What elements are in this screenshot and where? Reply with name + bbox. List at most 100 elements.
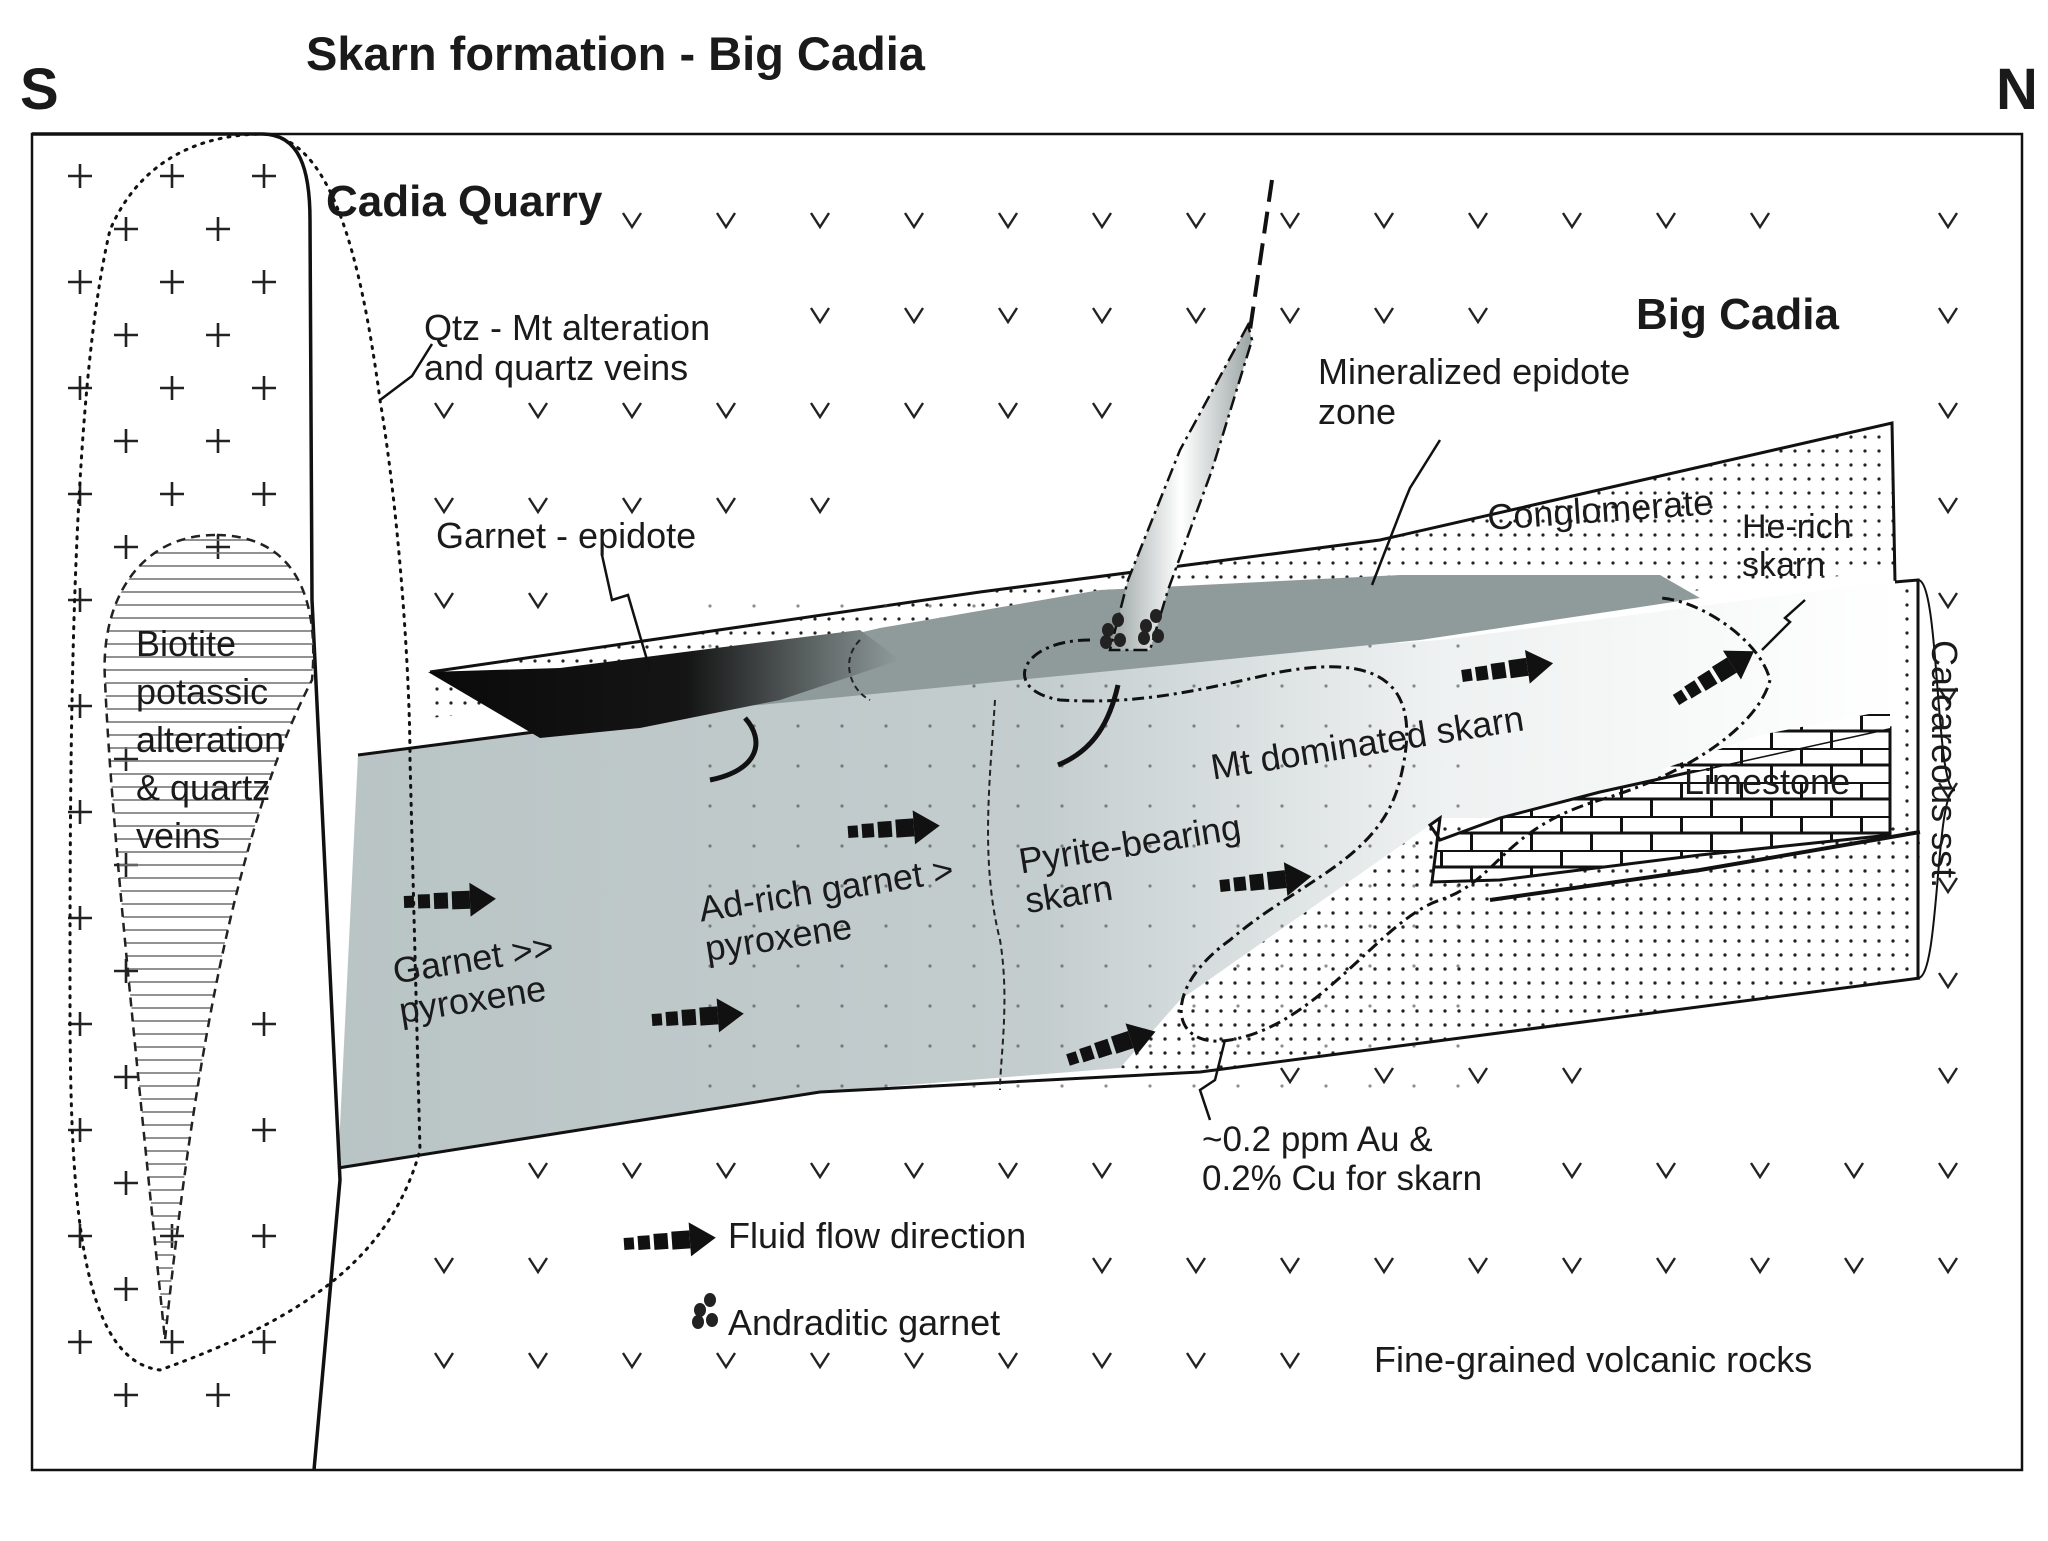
volcanic-v-mark bbox=[1467, 307, 1489, 325]
volcanic-v-mark bbox=[809, 307, 831, 325]
volcanic-v-mark bbox=[1373, 212, 1395, 230]
volcanic-v-mark bbox=[433, 402, 455, 420]
intrusion-plus-mark bbox=[114, 535, 138, 559]
volcanic-v-mark bbox=[1185, 307, 1207, 325]
intrusion-plus-mark bbox=[68, 1224, 92, 1248]
volcanic-v-mark bbox=[715, 402, 737, 420]
intrusion-plus-mark bbox=[160, 1330, 184, 1354]
fluid-flow-arrow bbox=[1672, 650, 1755, 706]
intrusion-plus-mark bbox=[252, 1118, 276, 1142]
volcanic-v-mark bbox=[1091, 1257, 1113, 1275]
mineralized-epidote-label: Mineralized epidote zone bbox=[1318, 351, 1631, 433]
volcanic-v-mark bbox=[715, 497, 737, 515]
intrusion-plus-mark bbox=[114, 1277, 138, 1301]
volcanic-v-mark bbox=[527, 1162, 549, 1180]
intrusion-plus-mark bbox=[68, 800, 92, 824]
volcanic-v-mark bbox=[1561, 1162, 1583, 1180]
intrusion-plus-mark bbox=[114, 1383, 138, 1407]
volcanic-v-mark bbox=[1091, 402, 1113, 420]
volcanic-v-mark bbox=[621, 1352, 643, 1370]
volcanic-v-mark bbox=[1279, 1352, 1301, 1370]
volcanic-v-mark bbox=[715, 212, 737, 230]
pyrite-skarn-boundary bbox=[987, 699, 1006, 1091]
volcanic-v-mark bbox=[997, 1352, 1019, 1370]
volcanic-v-mark bbox=[1749, 1162, 1771, 1180]
mt-skarn-boundary bbox=[1023, 596, 1772, 1043]
fault-line bbox=[1248, 179, 1274, 331]
legend-andraditic-garnet-label: Andraditic garnet bbox=[728, 1302, 1001, 1343]
volcanic-v-mark bbox=[1373, 307, 1395, 325]
intrusion-plus-mark bbox=[68, 1330, 92, 1354]
volcanic-v-mark bbox=[715, 1162, 737, 1180]
intrusion-plus-mark bbox=[114, 1171, 138, 1195]
volcanic-v-mark bbox=[621, 1162, 643, 1180]
garnet-cluster bbox=[1138, 609, 1164, 645]
curved-arrow bbox=[1057, 684, 1121, 768]
intrusion-plus-mark bbox=[252, 270, 276, 294]
fluid-flow-arrow bbox=[1219, 862, 1312, 897]
intrusion-plus-mark bbox=[114, 1065, 138, 1089]
volcanic-v-mark bbox=[1561, 1067, 1583, 1085]
volcanic-v-mark bbox=[903, 1352, 925, 1370]
volcanic-v-mark bbox=[1937, 497, 1959, 515]
legend-garnet-shape bbox=[692, 1293, 718, 1329]
volcanic-v-mark bbox=[1655, 1257, 1677, 1275]
intrusion-plus-mark bbox=[68, 1012, 92, 1036]
volcanic-v-mark bbox=[1091, 1352, 1113, 1370]
he-rich-leader bbox=[1761, 599, 1806, 651]
curved-arrow bbox=[709, 716, 759, 783]
north-label: N bbox=[1996, 57, 2038, 122]
volcanic-v-mark bbox=[997, 307, 1019, 325]
lower-contact bbox=[337, 976, 1921, 1170]
intrusion-plus-mark bbox=[160, 270, 184, 294]
intrusion-plus-mark bbox=[252, 482, 276, 506]
biotite-alteration-zone bbox=[103, 533, 315, 1341]
legend-arrow-shape bbox=[623, 1222, 716, 1257]
limestone-upper-blocks bbox=[1660, 710, 1890, 770]
qtz-mt-leader bbox=[379, 343, 434, 401]
intrusion-plus-mark bbox=[160, 164, 184, 188]
garnet-epidote-label: Garnet - epidote bbox=[436, 515, 697, 556]
intrusion-plus-mark bbox=[252, 1224, 276, 1248]
volcanic-v-mark bbox=[621, 497, 643, 515]
volcanic-v-mark bbox=[1937, 592, 1959, 610]
volcanic-v-mark bbox=[903, 212, 925, 230]
curved-flow-arrows bbox=[709, 684, 1121, 783]
limestone-label: Limestone bbox=[1684, 761, 1851, 802]
volcanic-v-mark bbox=[1937, 1257, 1959, 1275]
fine-grained-volcanic-label: Fine-grained volcanic rocks bbox=[1374, 1339, 1813, 1380]
volcanic-v-mark bbox=[1655, 212, 1677, 230]
fluid-flow-arrow bbox=[1461, 649, 1554, 684]
volcanic-v-mark bbox=[1937, 307, 1959, 325]
he-rich-skarn-label: He-rich skarn bbox=[1742, 508, 1852, 585]
volcanic-v-mark bbox=[809, 402, 831, 420]
fluid-flow-arrow bbox=[403, 882, 496, 917]
calcareous-sst-label: Calcareous sst. bbox=[1924, 640, 1965, 889]
feeder-dyke bbox=[1108, 321, 1254, 652]
volcanic-v-mark bbox=[1937, 687, 1959, 705]
biotite-alteration-label: Biotite potassic alteration & quartz vei… bbox=[136, 623, 285, 856]
volcanic-v-mark bbox=[1467, 1257, 1489, 1275]
volcanic-v-mark bbox=[1937, 1162, 1959, 1180]
volcanic-v-mark bbox=[715, 1352, 737, 1370]
fluid-flow-arrow bbox=[1066, 1023, 1156, 1066]
volcanic-v-mark bbox=[1185, 212, 1207, 230]
intrusion-plus-mark bbox=[68, 164, 92, 188]
volcanic-v-mark bbox=[1937, 212, 1959, 230]
volcanic-v-mark bbox=[1467, 212, 1489, 230]
big-cadia-label: Big Cadia bbox=[1636, 290, 1839, 339]
alteration-envelope bbox=[68, 132, 422, 1372]
intrusion-plus-mark bbox=[68, 376, 92, 400]
intrusion-plus-mark bbox=[160, 376, 184, 400]
volcanic-v-mark bbox=[433, 1352, 455, 1370]
intrusion-plus-mark bbox=[114, 217, 138, 241]
intrusion-plus-mark bbox=[252, 164, 276, 188]
volcanic-v-mark bbox=[527, 592, 549, 610]
intrusion-plus-mark bbox=[252, 376, 276, 400]
volcanic-v-mark bbox=[527, 497, 549, 515]
volcanic-v-mark bbox=[809, 497, 831, 515]
au-cu-leader bbox=[1198, 1039, 1227, 1121]
volcanic-v-mark bbox=[1185, 1352, 1207, 1370]
